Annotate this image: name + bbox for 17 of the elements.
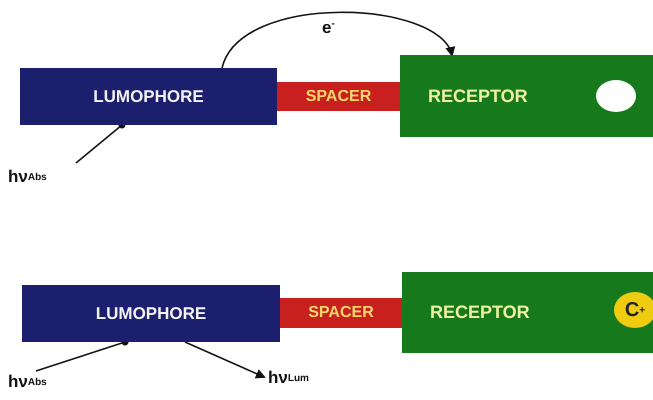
- cation-circle: C$^{+}$: [614, 292, 653, 328]
- block-label: SPACER: [306, 88, 372, 106]
- lumophore-block: [20, 68, 277, 125]
- block-label: RECEPTOR: [430, 302, 530, 323]
- spacer-bar: [280, 298, 402, 328]
- emission-arrow: [184, 341, 266, 378]
- block-label: LUMOPHORE: [96, 304, 206, 324]
- lumophore-block: [22, 285, 280, 342]
- block-label: RECEPTOR: [428, 86, 528, 106]
- edge-label: e$^{-}$: [322, 18, 335, 38]
- block-label: LUMOPHORE: [93, 86, 204, 106]
- block-label: SPACER: [308, 304, 374, 322]
- electron-transfer-arrow: [221, 12, 453, 68]
- spacer-bar: [277, 82, 400, 111]
- receptor-block: [402, 272, 653, 353]
- receptor-block: [400, 55, 653, 137]
- binding-site-circle: [596, 80, 636, 112]
